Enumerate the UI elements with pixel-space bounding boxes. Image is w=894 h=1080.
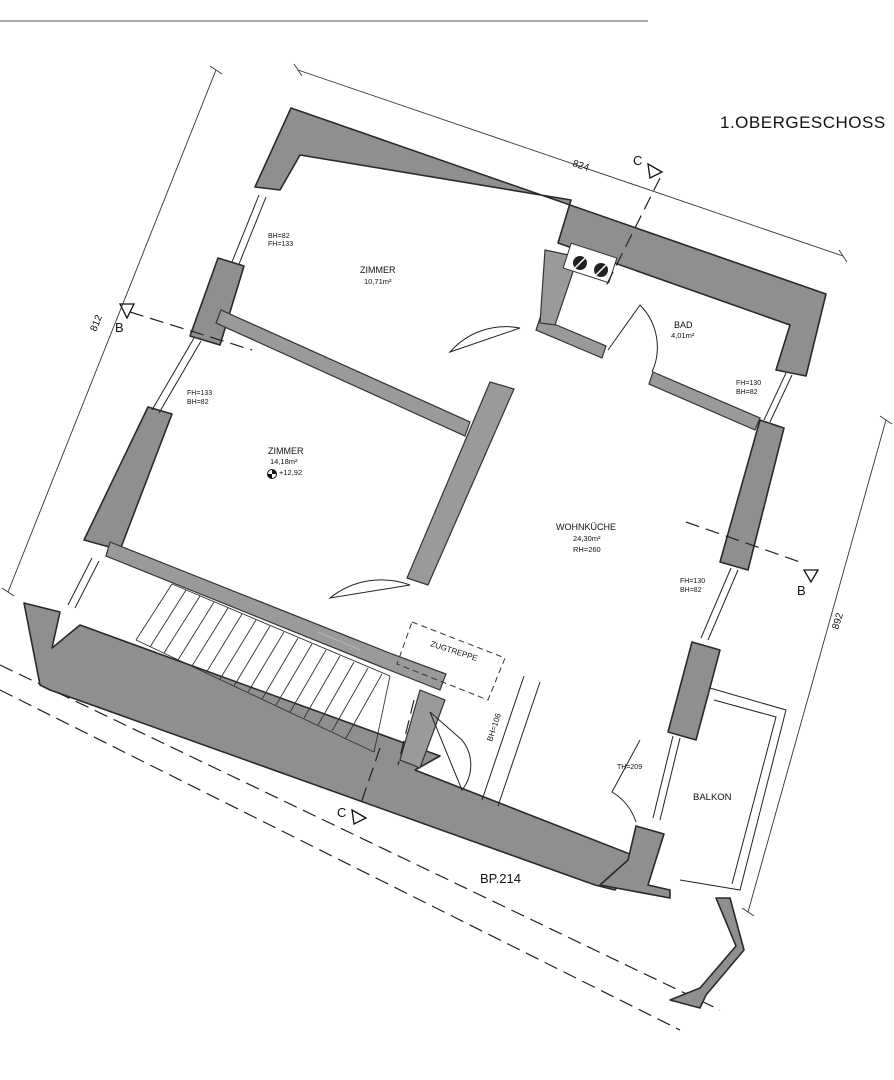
floor-title: 1.OBERGESCHOSS xyxy=(720,113,886,132)
window-label-1b: FH=133 xyxy=(268,241,294,248)
window-label-1a: BH=82 xyxy=(268,233,290,240)
parcel-label: BP.214 xyxy=(480,871,521,886)
room-wohnkueche-area: 24,30m² xyxy=(573,534,601,543)
chimney-group xyxy=(562,242,618,284)
doors xyxy=(328,304,658,823)
section-lines xyxy=(118,162,820,825)
stair-bh-label: BH=106 xyxy=(485,712,503,743)
section-c-bottom: C xyxy=(337,805,347,820)
section-marker-icon xyxy=(118,303,136,320)
section-b-left: B xyxy=(115,320,124,335)
room-zimmer-1-name: ZIMMER xyxy=(360,265,396,275)
room-bad-name: BAD xyxy=(674,320,693,330)
section-b-right: B xyxy=(797,583,806,598)
level-marker-icon xyxy=(267,469,277,479)
window-label-3a: FH=130 xyxy=(736,380,762,387)
room-zimmer-2-level: +12,92 xyxy=(279,468,303,477)
dimension-top: 824 xyxy=(571,158,591,174)
room-wohnkueche-height: RH=260 xyxy=(573,545,601,554)
window-label-2a: FH=133 xyxy=(187,390,213,397)
dimension-left: 812 xyxy=(89,313,106,333)
room-balkon-name: BALKON xyxy=(693,792,732,803)
window-label-3b: BH=82 xyxy=(736,389,758,396)
section-marker-icon xyxy=(802,569,820,584)
section-c-top: C xyxy=(633,153,643,168)
window-label-2b: BH=82 xyxy=(187,399,209,406)
door-height-label: TH=209 xyxy=(617,764,643,771)
window-label-4a: FH=130 xyxy=(680,578,706,585)
section-marker-icon xyxy=(647,162,664,179)
zugtreppe-label: ZUGTREPPE xyxy=(429,639,478,663)
boundary-lines xyxy=(0,664,721,1031)
dimension-lines xyxy=(1,63,893,917)
room-zimmer-2-name: ZIMMER xyxy=(268,446,304,456)
outer-walls xyxy=(23,107,827,1009)
section-marker-icon xyxy=(351,808,368,825)
room-wohnkueche-name: WOHNKÜCHE xyxy=(556,522,616,532)
room-bad-area: 4,01m² xyxy=(671,331,695,340)
room-zimmer-1-area: 10,71m² xyxy=(364,277,392,286)
staircase xyxy=(135,583,391,753)
dimension-right: 892 xyxy=(830,611,846,631)
zugtreppe-outline xyxy=(396,621,541,807)
room-zimmer-2-area: 14,18m² xyxy=(270,457,298,466)
windows xyxy=(67,194,793,821)
window-label-4b: BH=82 xyxy=(680,587,702,594)
balcony-outline xyxy=(679,687,787,891)
